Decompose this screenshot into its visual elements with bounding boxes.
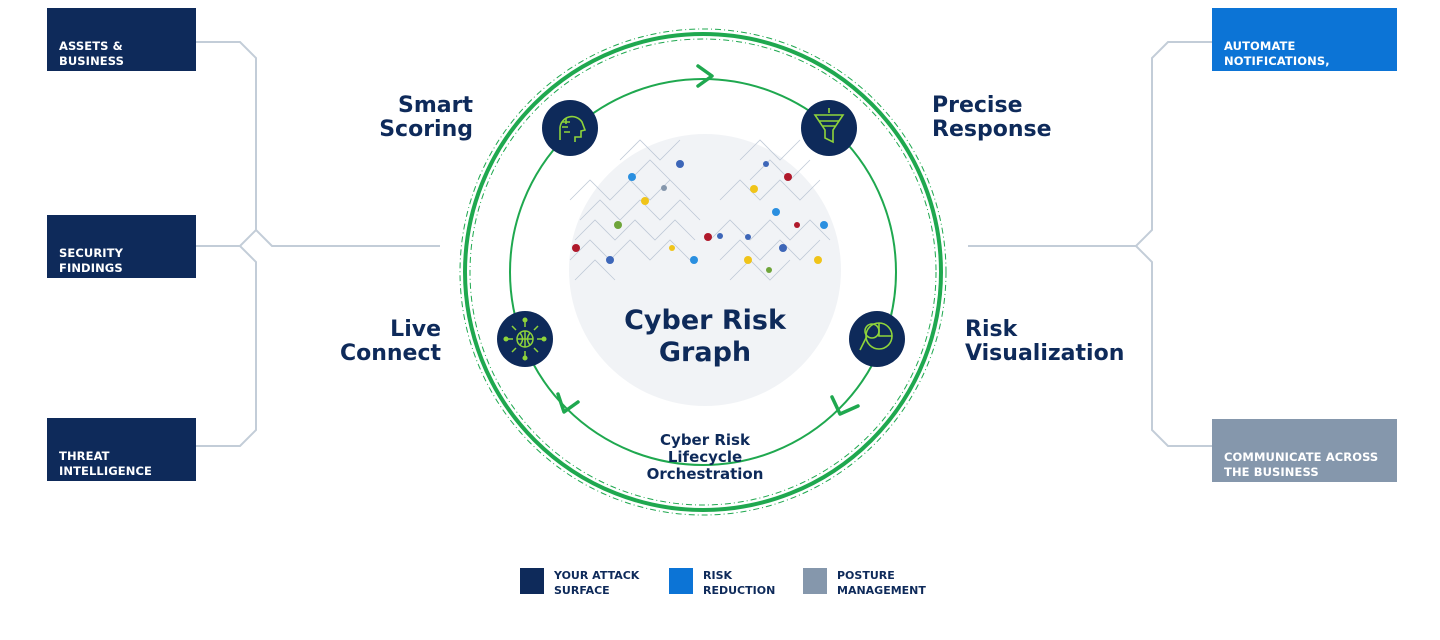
precise-response-node [801, 100, 857, 156]
box-automate-notifications: AUTOMATE NOTIFICATIONS, TICKETING & REME… [1212, 8, 1397, 98]
outer-ring-dashed [459, 28, 947, 516]
legend-item-risk-reduction: RISK REDUCTION [669, 568, 775, 598]
legend-swatch [520, 568, 544, 594]
live-connect-node [497, 311, 553, 367]
legend-label: YOUR ATTACK SURFACE [554, 569, 640, 597]
network-globe-icon [503, 317, 547, 361]
arrow-bottom-left-icon [556, 392, 580, 414]
stage-precise-response: Precise Response [932, 93, 1052, 142]
legend-item-posture-management: POSTURE MANAGEMENT [803, 568, 926, 598]
legend-swatch [669, 568, 693, 594]
box-label: COMMUNICATE ACROSS THE BUSINESS [1224, 450, 1379, 479]
box-communicate-business: COMMUNICATE ACROSS THE BUSINESS [1212, 419, 1397, 482]
ai-head-icon [559, 115, 587, 142]
graph-disc [569, 134, 841, 406]
arrow-bottom-right-icon [830, 395, 860, 416]
legend-swatch [803, 568, 827, 594]
graph-nodes [572, 160, 828, 273]
stage-smart-scoring: Smart Scoring [379, 93, 473, 142]
stage-risk-visualization: Risk Visualization [965, 317, 1125, 366]
magnifier-chart-icon [859, 322, 893, 351]
box-label: AUTOMATE NOTIFICATIONS, TICKETING & REME… [1224, 39, 1330, 98]
box-label: SECURITY FINDINGS & VULNERABILITIES [59, 246, 175, 305]
orbit-ring [509, 78, 897, 466]
box-threat-intelligence: THREAT INTELLIGENCE [47, 418, 196, 481]
stage-live-connect: Live Connect [339, 317, 441, 366]
box-assets-business-context: ASSETS & BUSINESS CONTEXT [47, 8, 196, 83]
inner-ring-dashed [469, 38, 937, 506]
box-label: ASSETS & BUSINESS CONTEXT [59, 39, 124, 83]
legend-item-attack-surface: YOUR ATTACK SURFACE [520, 568, 639, 598]
box-label: THREAT INTELLIGENCE [59, 449, 152, 478]
right-connector [968, 41, 1212, 447]
box-security-findings: SECURITY FINDINGS & VULNERABILITIES [47, 215, 196, 305]
funnel-icon [813, 108, 845, 144]
left-connector [196, 41, 440, 447]
center-title: Cyber Risk Graph [624, 305, 786, 368]
legend-label: RISK REDUCTION [703, 569, 776, 597]
lifecycle-label: Cyber Risk Lifecycle Orchestration [646, 431, 764, 483]
outer-ring [463, 32, 943, 512]
risk-visualization-node [849, 311, 905, 367]
legend-label: POSTURE MANAGEMENT [837, 569, 926, 597]
smart-scoring-node [542, 100, 598, 156]
arrow-top-icon [696, 64, 714, 88]
